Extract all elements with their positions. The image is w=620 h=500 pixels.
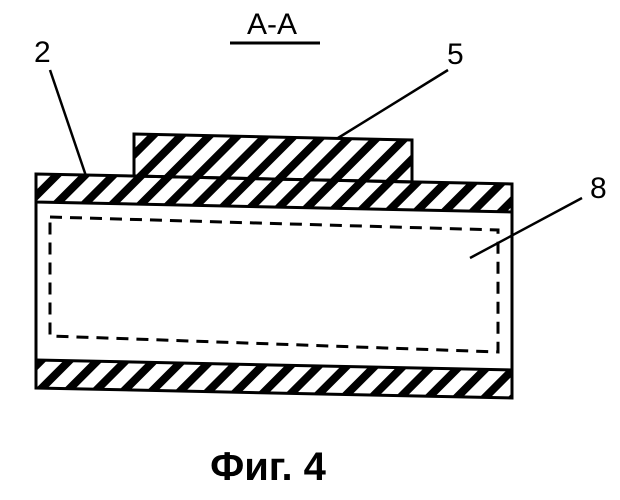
figure-caption: Фиг. 4 [210,445,327,489]
label-part-2: 2 [34,36,51,69]
label-part-8: 8 [590,172,607,205]
part-5-plate [134,134,412,182]
part-8-dashed-region [50,217,498,352]
section-label: A-A [247,8,297,41]
leader-line-part-5 [338,70,448,138]
label-part-5: 5 [447,38,464,71]
leader-line-part-2 [50,70,86,176]
lower-wall [36,360,512,398]
part-2-upper-wall [36,174,512,212]
